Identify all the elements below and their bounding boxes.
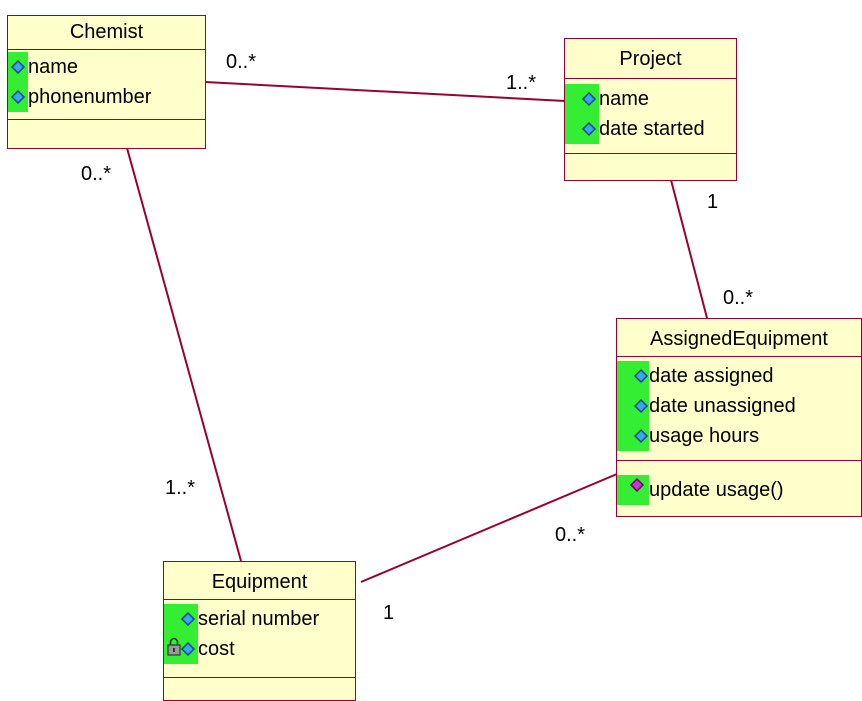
operations-assigned-equipment: update usage() (617, 461, 861, 505)
operations-chemist (8, 120, 205, 122)
public-attribute-icon (8, 82, 28, 112)
public-attribute-icon (565, 114, 599, 144)
attribute-label: date started (599, 118, 705, 140)
attributes-equipment: serial number cost (164, 600, 355, 678)
association-chemist-project (204, 81, 566, 102)
attribute-label: cost (198, 638, 235, 660)
multiplicity-project-assigned-assigned-end: 0..* (723, 287, 754, 309)
multiplicity-chemist-equipment-equipment-end: 1..* (165, 477, 196, 499)
attributes-project: name date started (565, 79, 736, 154)
association-equipment-assigned-equipment (360, 473, 618, 583)
attribute-row[interactable]: name (565, 84, 736, 114)
attribute-label: phonenumber (28, 86, 152, 108)
class-project[interactable]: Project name date started (564, 38, 737, 181)
multiplicity-equipment-assigned-assigned-end: 0..* (555, 524, 586, 546)
operation-label: update usage() (649, 479, 784, 501)
attribute-label: name (28, 56, 79, 78)
multiplicity-chemist-project-project-end: 1..* (506, 72, 537, 94)
public-attribute-icon (565, 84, 599, 114)
attribute-row[interactable]: usage hours (617, 421, 861, 451)
public-attribute-icon (617, 391, 649, 421)
private-attribute-lock-icon (164, 634, 198, 664)
attribute-label: serial number (198, 608, 320, 630)
public-attribute-icon (617, 421, 649, 451)
attribute-row[interactable]: date assigned (617, 361, 861, 391)
class-name-equipment: Equipment (164, 562, 355, 600)
public-attribute-icon (617, 361, 649, 391)
association-project-assigned-equipment (670, 179, 708, 319)
attributes-assigned-equipment: date assigned date unassigned usage hour… (617, 357, 861, 461)
operations-project (565, 154, 736, 156)
multiplicity-project-assigned-project-end: 1 (707, 191, 719, 213)
multiplicity-chemist-project-chemist-end: 0..* (226, 51, 257, 73)
operation-row[interactable]: update usage() (617, 475, 861, 505)
class-equipment[interactable]: Equipment serial number cost (163, 561, 356, 701)
attribute-label: usage hours (649, 425, 760, 447)
attributes-chemist: name phonenumber (8, 50, 205, 120)
association-chemist-equipment (126, 147, 242, 562)
class-name-project: Project (565, 39, 736, 79)
multiplicity-equipment-assigned-equipment-end: 1 (383, 602, 395, 624)
public-attribute-icon (164, 604, 198, 634)
class-assigned-equipment[interactable]: AssignedEquipment date assigned date una… (616, 318, 862, 517)
attribute-row[interactable]: date started (565, 114, 736, 144)
attribute-row[interactable]: date unassigned (617, 391, 861, 421)
multiplicity-chemist-equipment-chemist-end: 0..* (81, 163, 112, 185)
attribute-row[interactable]: name (8, 52, 205, 82)
operations-equipment (164, 678, 355, 680)
class-name-assigned-equipment: AssignedEquipment (617, 319, 861, 357)
attribute-label: date assigned (649, 365, 774, 387)
attribute-row[interactable]: serial number (164, 604, 355, 634)
public-operation-icon (617, 475, 649, 505)
attribute-row[interactable]: phonenumber (8, 82, 205, 112)
public-attribute-icon (8, 52, 28, 82)
attribute-label: date unassigned (649, 395, 796, 417)
attribute-row[interactable]: cost (164, 634, 355, 664)
attribute-label: name (599, 88, 650, 110)
class-name-chemist: Chemist (8, 16, 205, 50)
class-chemist[interactable]: Chemist name phonenumber (7, 15, 206, 149)
